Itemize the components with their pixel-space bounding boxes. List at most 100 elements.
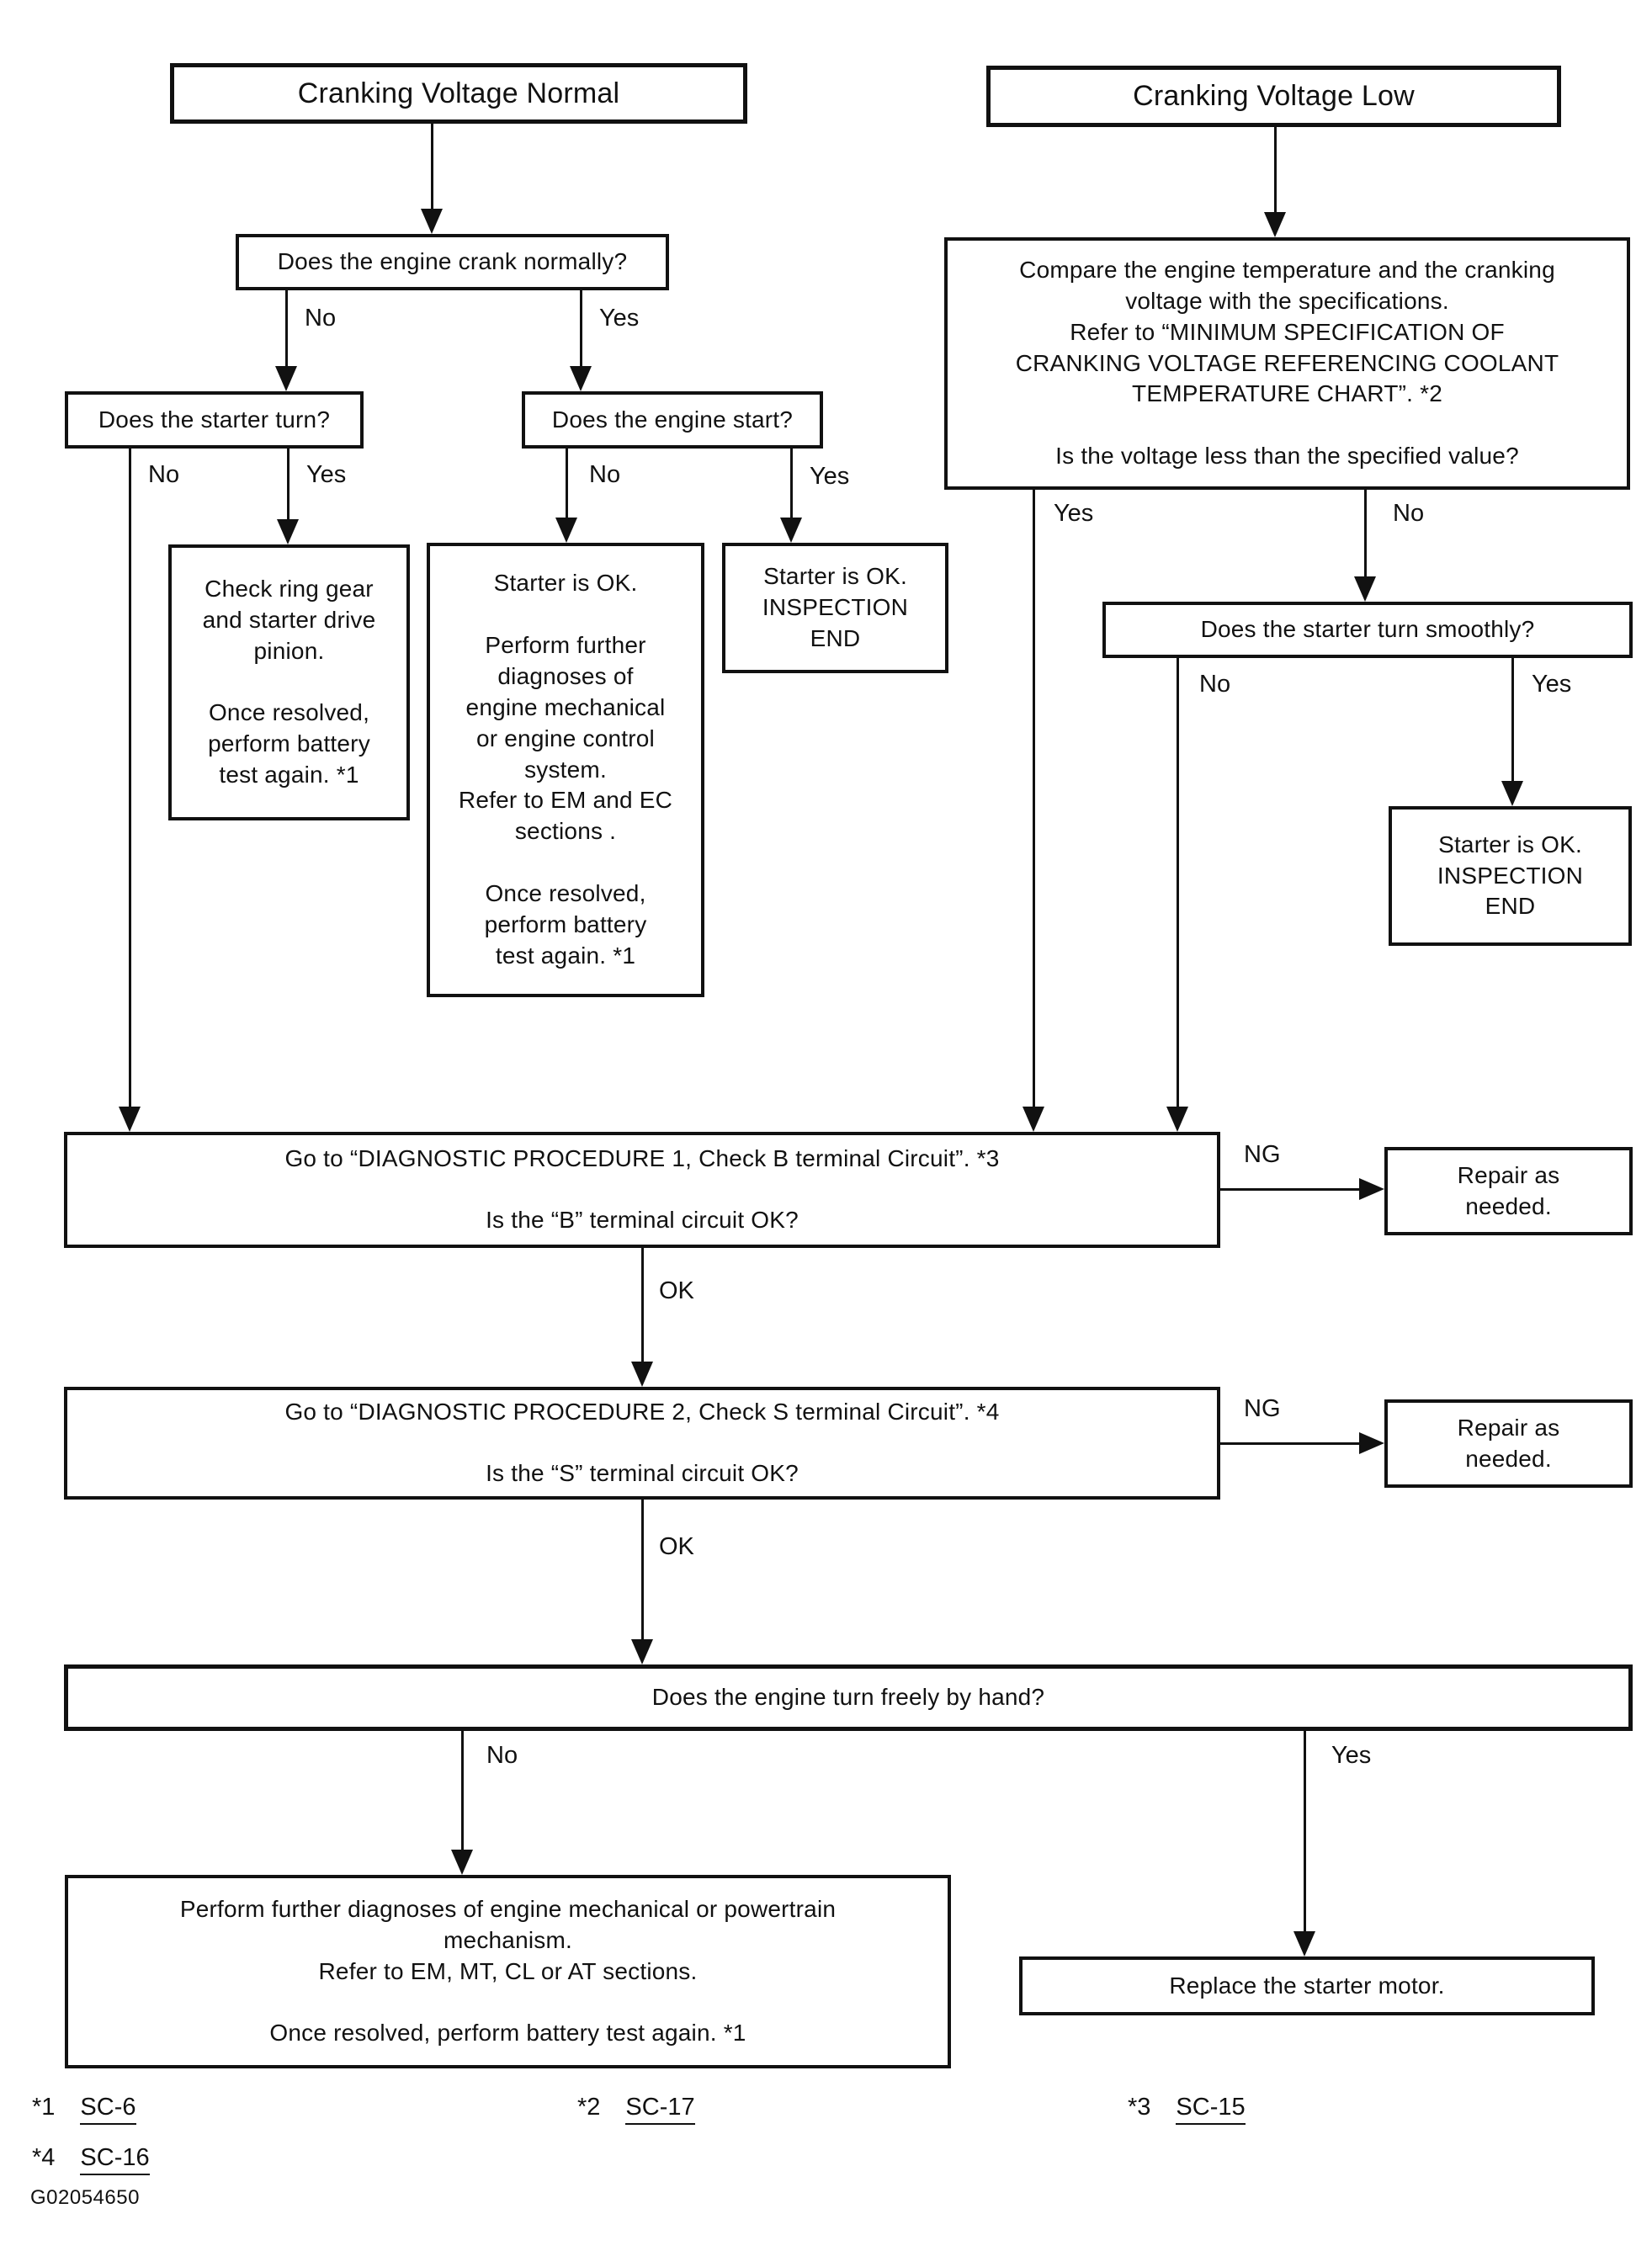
node-text-line: diagnoses of bbox=[497, 662, 634, 689]
footnote-link-sc-16[interactable]: SC-16 bbox=[80, 2144, 150, 2175]
node-does-engine-crank: Does the engine crank normally? bbox=[236, 234, 669, 290]
arrowhead-crank-yes bbox=[570, 366, 592, 391]
node-text-line: Once resolved, perform battery test agai… bbox=[269, 2020, 746, 2047]
node-text-line: Once resolved, bbox=[485, 880, 646, 907]
edge-freely-yes bbox=[1304, 1731, 1306, 1935]
node-text-line: END bbox=[810, 624, 861, 651]
node-text-line: Compare the engine temperature and the c… bbox=[1019, 256, 1555, 283]
arrowhead-goto1-ok bbox=[631, 1362, 653, 1387]
node-text-line: perform battery bbox=[208, 730, 370, 757]
node-text-line: Does the starter turn? bbox=[98, 406, 331, 433]
arrowhead-smoothly-yes bbox=[1501, 781, 1523, 806]
edge-freely-no bbox=[461, 1731, 464, 1853]
label-crank-yes: Yes bbox=[599, 305, 640, 332]
edge-compare-yes-long bbox=[1033, 490, 1035, 1110]
node-starter-turn-smoothly: Does the starter turn smoothly? bbox=[1102, 602, 1633, 658]
label-starter-turn-no: No bbox=[148, 461, 180, 488]
node-replace-starter-motor: Replace the starter motor. bbox=[1019, 1956, 1595, 2015]
arrowhead-goto2-ok bbox=[631, 1639, 653, 1664]
label-goto1-ng: NG bbox=[1244, 1141, 1281, 1168]
node-text-line: test again. *1 bbox=[219, 762, 359, 788]
arrowhead-cvn-to-crank bbox=[421, 209, 443, 234]
node-text-line bbox=[430, 847, 701, 879]
arrowhead-freely-no bbox=[451, 1850, 473, 1875]
node-text-line: CRANKING VOLTAGE REFERENCING COOLANT bbox=[1015, 349, 1559, 376]
footnote-3: *3 SC-15 bbox=[1128, 2094, 1246, 2125]
edge-crank-yes bbox=[580, 290, 582, 369]
arrowhead-engine-start-no bbox=[555, 518, 577, 543]
node-text-line: needed. bbox=[1465, 1445, 1552, 1472]
node-cranking-voltage-low: Cranking Voltage Low bbox=[986, 66, 1561, 127]
footnote-link-sc-15[interactable]: SC-15 bbox=[1176, 2094, 1246, 2125]
edge-crank-no bbox=[285, 290, 288, 369]
node-text-line: Does the starter turn smoothly? bbox=[1200, 616, 1535, 643]
node-text-line: Go to “DIAGNOSTIC PROCEDURE 2, Check S t… bbox=[284, 1398, 1000, 1425]
node-text-line bbox=[67, 1428, 1217, 1459]
node-text-line: Is the “S” terminal circuit OK? bbox=[486, 1460, 799, 1487]
label-compare-no: No bbox=[1393, 500, 1425, 527]
node-text-line: Go to “DIAGNOSTIC PROCEDURE 1, Check B t… bbox=[284, 1144, 1000, 1171]
node-text-line: TEMPERATURE CHART”. *2 bbox=[1132, 380, 1442, 407]
arrowhead-starter-turn-yes bbox=[277, 519, 299, 544]
node-text-line: Is the “B” terminal circuit OK? bbox=[486, 1207, 799, 1234]
node-text-line bbox=[67, 1175, 1217, 1206]
node-compare-voltage: Compare the engine temperature and the c… bbox=[944, 237, 1630, 490]
node-text-line: system. bbox=[524, 756, 607, 783]
node-diagnostic-procedure-1: Go to “DIAGNOSTIC PROCEDURE 1, Check B t… bbox=[64, 1132, 1220, 1248]
label-freely-no: No bbox=[486, 1742, 518, 1769]
node-cranking-voltage-normal: Cranking Voltage Normal bbox=[170, 63, 747, 124]
node-text-line: INSPECTION bbox=[1437, 862, 1584, 889]
node-text-line: or engine control bbox=[476, 725, 655, 751]
footnote-ref: *4 bbox=[32, 2144, 56, 2171]
label-smoothly-yes: Yes bbox=[1532, 671, 1572, 698]
label-engine-start-no: No bbox=[589, 461, 621, 488]
node-text-line bbox=[172, 667, 406, 698]
arrowhead-goto1-ng bbox=[1359, 1178, 1384, 1200]
node-engine-turn-freely: Does the engine turn freely by hand? bbox=[64, 1664, 1633, 1731]
edge-starter-turn-no-long bbox=[129, 449, 131, 1110]
edge-cvn-to-crank bbox=[431, 124, 433, 212]
label-goto2-ok: OK bbox=[659, 1533, 694, 1560]
node-text-line: Replace the starter motor. bbox=[1169, 1972, 1445, 1999]
node-text-line: voltage with the specifications. bbox=[1125, 287, 1449, 314]
node-text-line: Refer to EM, MT, CL or AT sections. bbox=[318, 1957, 698, 1984]
node-text-line: Refer to “MINIMUM SPECIFICATION OF bbox=[1070, 318, 1505, 345]
node-text-line: Starter is OK. bbox=[1438, 831, 1582, 857]
edge-engine-start-no bbox=[566, 449, 568, 521]
arrowhead-smoothly-no-long bbox=[1166, 1107, 1188, 1132]
edge-compare-no bbox=[1364, 490, 1367, 580]
node-text-line: Refer to EM and EC bbox=[458, 787, 673, 814]
arrowhead-freely-yes bbox=[1293, 1931, 1315, 1956]
footnote-ref: *3 bbox=[1128, 2094, 1151, 2121]
edge-engine-start-yes bbox=[790, 449, 793, 521]
node-text-line: sections . bbox=[514, 818, 617, 845]
edge-cvl-to-compare bbox=[1274, 127, 1277, 215]
footnote-4: *4 SC-16 bbox=[32, 2144, 150, 2175]
arrowhead-cvl-to-compare bbox=[1264, 212, 1286, 237]
node-does-starter-turn: Does the starter turn? bbox=[65, 391, 364, 449]
node-text-line: Cranking Voltage Normal bbox=[297, 77, 620, 109]
node-text-line: Starter is OK. bbox=[493, 569, 638, 596]
node-text-line: Does the engine crank normally? bbox=[277, 248, 628, 275]
label-engine-start-yes: Yes bbox=[810, 463, 850, 490]
footnote-link-sc-17[interactable]: SC-17 bbox=[625, 2094, 695, 2125]
node-text-line: Is the voltage less than the specified v… bbox=[1055, 443, 1519, 470]
node-text-line: Check ring gear bbox=[205, 575, 374, 602]
node-text-line: Repair as bbox=[1457, 1161, 1560, 1188]
node-text-line: engine mechanical bbox=[465, 693, 666, 720]
footnote-link-sc-6[interactable]: SC-6 bbox=[80, 2094, 136, 2125]
label-compare-yes: Yes bbox=[1054, 500, 1094, 527]
label-goto1-ok: OK bbox=[659, 1277, 694, 1304]
arrowhead-engine-start-yes bbox=[780, 518, 802, 543]
node-text-line bbox=[68, 1987, 948, 2018]
label-starter-turn-yes: Yes bbox=[306, 461, 347, 488]
edge-goto1-ok bbox=[641, 1248, 644, 1365]
node-text-line: pinion. bbox=[253, 637, 325, 664]
label-crank-no: No bbox=[305, 305, 337, 332]
